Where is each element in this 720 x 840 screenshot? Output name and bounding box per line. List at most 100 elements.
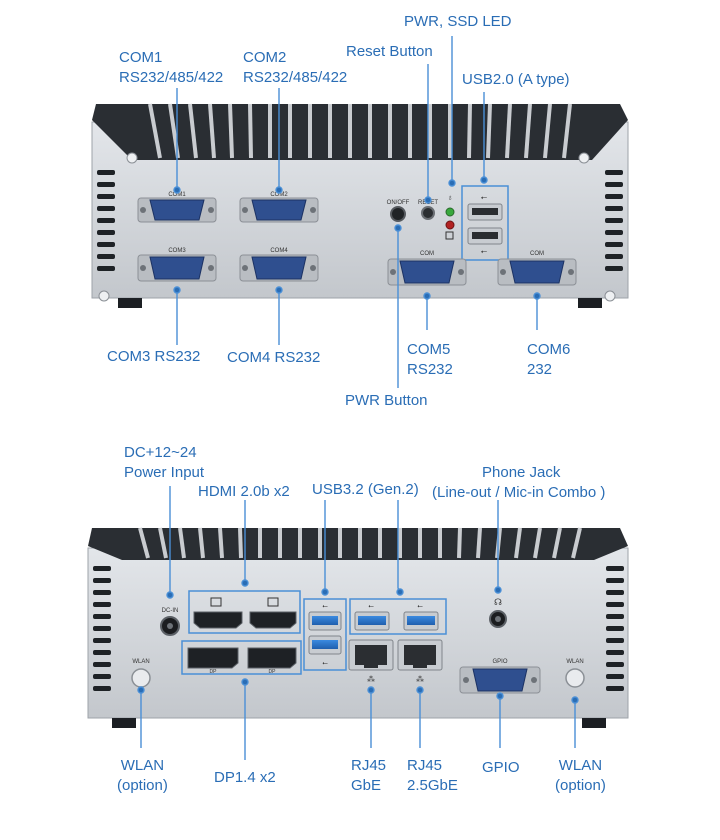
label-wlan-left-line2: (option) [117, 777, 168, 794]
hdmi-highlight-box [188, 590, 301, 634]
usb32-port-1[interactable]: ⭠ [308, 603, 342, 631]
dc-in-jack[interactable] [160, 616, 180, 636]
label-com4: COM4 RS232 [227, 349, 321, 366]
screw-icon [604, 290, 616, 302]
usb-icon: ⭠ [417, 603, 423, 610]
hdmi-port-2[interactable] [249, 597, 297, 629]
gpio-port[interactable] [459, 666, 541, 694]
usb32-port-3[interactable]: ⭠ [354, 603, 390, 631]
usb-icon: ⭠ [481, 247, 488, 256]
label-com2-line2: RS232/485/422 [243, 69, 348, 86]
usb32-port-2[interactable]: ⭠ [308, 635, 342, 667]
label-com5-line1: COM5 [407, 341, 451, 358]
label-com6-line2: 232 [527, 361, 553, 378]
screw-icon [98, 290, 110, 302]
usb20-highlight-box [461, 185, 509, 261]
usb-icon: ⭠ [322, 603, 328, 610]
ssd-led [445, 220, 455, 230]
headphone-icon: ☊ [494, 597, 502, 607]
label-wlan-right: WLAN (option) [555, 756, 606, 796]
wlan-left-silk: WLAN [132, 659, 149, 665]
com5-silk: COM [420, 251, 434, 257]
label-wlan-right-line1: WLAN [558, 757, 603, 774]
usb32-right-highlight-box [349, 598, 447, 635]
usb-icon: ⭠ [322, 660, 328, 667]
gpio-silk: GPIO [492, 659, 507, 665]
disk-icon [445, 231, 454, 240]
onoff-silk: ON/OFF [387, 200, 410, 206]
label-com2-line1: COM2 [243, 49, 287, 66]
label-wlan-left-line1: WLAN [120, 757, 165, 774]
label-com6: COM6 232 [527, 340, 570, 380]
label-rj45-gbe-line1: RJ45 [351, 757, 387, 774]
dp-highlight-box [181, 640, 302, 675]
label-dc-power: DC+12~24 Power Input [124, 443, 204, 483]
usb32-left-highlight-box [303, 598, 347, 671]
usb-icon: ⭠ [368, 603, 374, 610]
label-pwr-button: PWR Button [345, 392, 428, 409]
label-gpio: GPIO [482, 759, 520, 776]
wlan-right-silk: WLAN [566, 659, 583, 665]
label-com6-line1: COM6 [527, 341, 571, 358]
label-rj45-25gbe-line2: 2.5GbE [407, 777, 458, 794]
com6-silk: COM [530, 251, 544, 257]
com5-port[interactable]: COM [387, 251, 467, 286]
label-hdmi: HDMI 2.0b x2 [198, 483, 290, 500]
led-power-icon: ♁ [447, 193, 453, 202]
label-phone-jack-line1: Phone Jack [482, 464, 561, 481]
label-rj45-gbe: RJ45 GbE [351, 756, 386, 796]
com1-silk: COM1 [168, 192, 186, 198]
label-phone-jack: Phone Jack (Line-out / Mic-in Combo ) [432, 463, 605, 503]
hdmi-icon [210, 597, 222, 607]
dp2-silk: DP [269, 669, 277, 675]
label-wlan-left: WLAN (option) [117, 756, 168, 796]
label-usb32: USB3.2 (Gen.2) [312, 481, 419, 498]
dcin-silk: DC-IN [162, 608, 179, 614]
label-dc-power-line1: DC+12~24 [124, 444, 197, 461]
hdmi-icon [267, 597, 279, 607]
label-usb20: USB2.0 (A type) [462, 71, 570, 88]
com4-port[interactable]: COM4 [239, 248, 319, 282]
network-icon: ⁂ [416, 674, 424, 684]
com6-port[interactable]: COM [497, 251, 577, 286]
usb32-port-4[interactable]: ⭠ [403, 603, 439, 631]
top-chassis [91, 103, 629, 308]
label-rj45-gbe-line2: GbE [351, 777, 382, 794]
bottom-side-vents [93, 566, 624, 691]
power-led [445, 207, 455, 217]
label-rj45-25gbe-line1: RJ45 [407, 757, 443, 774]
hdmi-port-1[interactable] [193, 597, 243, 629]
phone-jack[interactable] [489, 610, 507, 628]
dp-port-1[interactable]: DP [187, 647, 239, 675]
screw-icon [126, 152, 138, 164]
label-pwr-ssd-led: PWR, SSD LED [404, 13, 512, 30]
com2-silk: COM2 [270, 192, 288, 198]
top-side-vents [97, 170, 623, 271]
label-dp: DP1.4 x2 [214, 769, 276, 786]
com2-port[interactable]: COM2 [239, 192, 319, 223]
label-dc-power-line2: Power Input [124, 464, 205, 481]
wlan-right-antenna-hole[interactable] [565, 668, 585, 688]
usb-icon: ⭠ [481, 193, 488, 202]
reset-button[interactable] [421, 206, 435, 220]
dp-port-2[interactable]: DP [247, 647, 297, 675]
com1-port[interactable]: COM1 [137, 192, 217, 223]
label-wlan-right-line2: (option) [555, 777, 606, 794]
label-com2: COM2 RS232/485/422 [243, 48, 347, 88]
label-rj45-25gbe: RJ45 2.5GbE [407, 756, 458, 796]
power-button[interactable] [390, 206, 406, 222]
label-reset-button: Reset Button [346, 43, 433, 60]
label-com1-line2: RS232/485/422 [119, 69, 224, 86]
rj45-25gbe-port[interactable]: ⁂ [397, 639, 443, 684]
rj45-gbe-port[interactable]: ⁂ [348, 639, 394, 684]
com3-port[interactable]: COM3 [137, 248, 217, 282]
com3-silk: COM3 [168, 248, 186, 254]
top-heatsink-fins [148, 103, 572, 159]
usb20-port-2[interactable]: ⭠ [467, 227, 503, 256]
label-phone-jack-line2: (Line-out / Mic-in Combo ) [432, 484, 606, 501]
label-com1-line1: COM1 [119, 49, 163, 66]
com4-silk: COM4 [270, 248, 288, 254]
usb20-port-1[interactable]: ⭠ [467, 193, 503, 221]
